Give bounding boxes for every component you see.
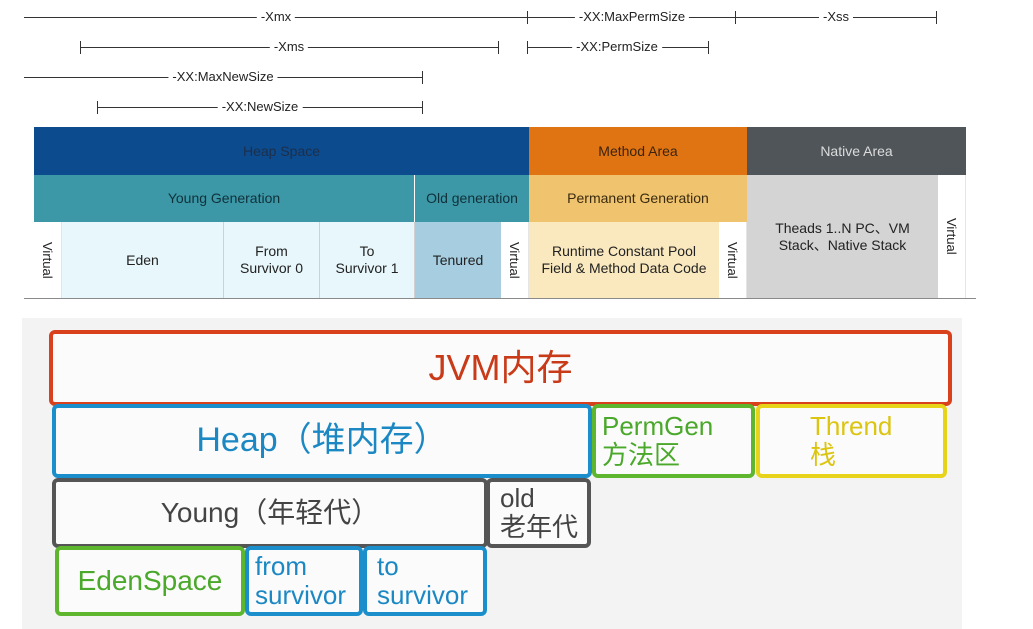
jvm-memory-label: JVM内存: [428, 347, 573, 389]
from-label: from: [255, 551, 307, 582]
to-label: to: [377, 551, 399, 582]
dimension-tick: [527, 41, 528, 54]
old-generation-label: 老年代: [500, 512, 579, 542]
native-virtual-cell: Virtual: [938, 175, 966, 298]
stack-label: 栈: [810, 440, 837, 470]
permgen-box: PermGen 方法区: [592, 404, 755, 478]
heap-label: Heap（堆内存）: [196, 421, 448, 460]
dimension-tick: [936, 11, 937, 24]
dimension-tick: [422, 71, 423, 84]
xss-label: -Xss: [819, 9, 853, 25]
virtual-label: Virtual: [944, 218, 959, 255]
thread-box: Thrend 栈: [756, 404, 947, 478]
dimension-tick: [97, 101, 98, 114]
eden-space-box: EdenSpace: [55, 546, 245, 616]
dimension-tick: [708, 41, 709, 54]
young-label: Young（年轻代）: [160, 496, 380, 528]
young-box: Young（年轻代）: [52, 478, 488, 548]
old-generation-header: Old generation: [415, 175, 529, 222]
from-survivor-box: from survivor: [245, 546, 363, 616]
xms-label: -Xms: [269, 39, 309, 55]
runtime-constant-pool-cell: Runtime Constant Pool Field & Method Dat…: [529, 222, 719, 298]
jvm-memory-box: JVM内存: [49, 330, 952, 406]
eden-cell: Eden: [62, 222, 224, 298]
dimension-tick: [80, 41, 81, 54]
virtual-label: Virtual: [40, 241, 55, 279]
method-area-header: Method Area: [529, 127, 747, 175]
perm-virtual-cell: Virtual: [719, 222, 747, 298]
eden-space-label: EdenSpace: [77, 564, 223, 596]
max-new-size-label: -XX:MaxNewSize: [168, 69, 278, 85]
xss-dimension: -Xss: [736, 9, 937, 25]
xmx-dimension: -Xmx: [24, 9, 528, 25]
thread-label: Thrend: [810, 411, 893, 442]
permanent-generation-header: Permanent Generation: [529, 175, 747, 222]
new-size-dimension: -XX:NewSize: [97, 99, 423, 115]
max-perm-size-label: -XX:MaxPermSize: [574, 9, 690, 25]
from-survivor-cell: From Survivor 0: [224, 222, 320, 298]
dimension-tick: [527, 11, 528, 24]
new-size-label: -XX:NewSize: [217, 99, 303, 115]
dimension-tick: [422, 101, 423, 114]
survivor-label: survivor: [255, 580, 347, 610]
max-new-size-dimension: -XX:MaxNewSize: [24, 69, 423, 85]
perm-size-label: -XX:PermSize: [572, 39, 662, 55]
to-survivor-box: to survivor: [363, 546, 487, 616]
tenured-cell: Tenured: [415, 222, 501, 298]
young-virtual-cell: Virtual: [34, 222, 62, 298]
perm-size-dimension: -XX:PermSize: [527, 39, 709, 55]
method-area-label: 方法区: [602, 440, 681, 470]
max-perm-size-dimension: -XX:MaxPermSize: [528, 9, 736, 25]
native-threads-cell: Theads 1..N PC、VM Stack、Native Stack: [747, 175, 938, 298]
virtual-label: Virtual: [507, 241, 522, 279]
xmx-label: -Xmx: [256, 9, 296, 25]
to-survivor-cell: To Survivor 1: [320, 222, 415, 298]
heap-space-header: Heap Space: [34, 127, 529, 175]
xms-dimension: -Xms: [80, 39, 499, 55]
permgen-label: PermGen: [602, 411, 714, 442]
dimension-tick: [498, 41, 499, 54]
virtual-label: Virtual: [725, 241, 740, 279]
native-area-header: Native Area: [747, 127, 966, 175]
table-baseline: [24, 298, 976, 299]
young-generation-header: Young Generation: [34, 175, 415, 222]
dimension-tick: [735, 11, 736, 24]
old-label: old: [500, 483, 535, 514]
survivor-label: survivor: [377, 580, 469, 610]
heap-box: Heap（堆内存）: [52, 404, 592, 478]
old-virtual-cell: Virtual: [501, 222, 529, 298]
old-box: old 老年代: [486, 478, 591, 548]
